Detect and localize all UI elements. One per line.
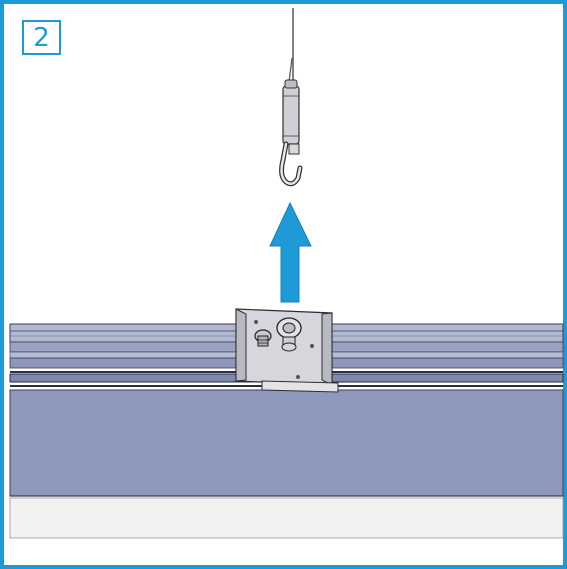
suspension-hook-icon [279,8,303,187]
diffuser [9,497,564,539]
mounting-bracket [235,308,339,393]
up-arrow-icon [269,201,312,303]
screw-icon [254,329,272,347]
eye-bolt-icon [276,317,302,352]
step-number-badge: 2 [22,20,61,55]
